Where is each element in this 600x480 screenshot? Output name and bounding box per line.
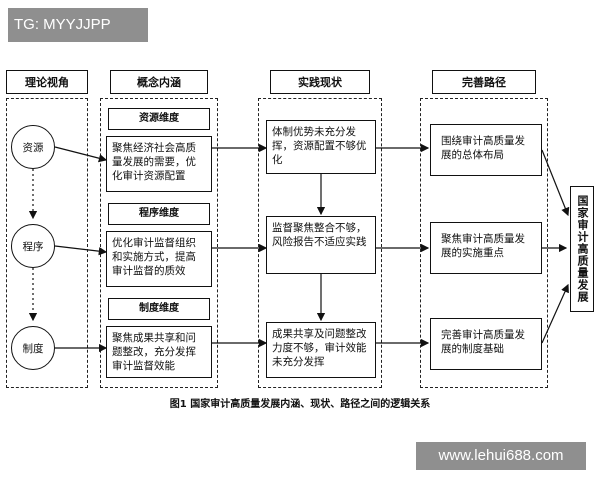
- column-header-theory: 理论视角: [6, 70, 88, 94]
- connector-resource-to-dimension: [54, 146, 108, 163]
- status-column-frame: [258, 98, 382, 388]
- dimension-program-title: 程序维度: [108, 203, 210, 225]
- status-box-2: 监督聚焦整合不够，风险报告不适应实践: [266, 216, 376, 274]
- connector-path3-to-final: [541, 283, 569, 344]
- final-goal-box: 国家审计高质量发展: [570, 186, 594, 312]
- path-column-frame: [420, 98, 548, 388]
- path-box-3: 完善审计高质量发展的制度基础: [430, 318, 542, 370]
- column-header-status: 实践现状: [270, 70, 370, 94]
- perspective-institution-circle: 制度: [11, 326, 55, 370]
- connector-program-to-dimension: [54, 245, 108, 256]
- perspective-resource-circle: 资源: [11, 125, 55, 169]
- perspective-program-label: 程序: [22, 240, 44, 253]
- path-box-1: 围绕审计高质量发展的总体布局: [430, 124, 542, 176]
- perspective-program-circle: 程序: [11, 224, 55, 268]
- dimension-resource-text: 聚焦经济社会高质量发展的需要，优化审计资源配置: [106, 136, 212, 192]
- status-box-3: 成果共享及问题整改力度不够，审计效能未充分发挥: [266, 322, 376, 378]
- watermark-bottom: www.lehui688.com: [416, 442, 586, 470]
- perspective-institution-label: 制度: [22, 342, 44, 355]
- column-header-path: 完善路径: [432, 70, 536, 94]
- concept-column-frame: [100, 98, 218, 388]
- dimension-resource-title: 资源维度: [108, 108, 210, 130]
- column-header-concept: 概念内涵: [110, 70, 208, 94]
- status-box-1: 体制优势未充分发挥，资源配置不够优化: [266, 120, 376, 174]
- perspective-resource-label: 资源: [22, 141, 44, 154]
- figure-caption: 图1 国家审计高质量发展内涵、现状、路径之间的逻辑关系: [169, 399, 431, 410]
- dimension-institution-text: 聚焦成果共享和问题整改，充分发挥审计监督效能: [106, 326, 212, 378]
- connector-path1-to-final: [541, 149, 570, 217]
- theory-column-frame: [6, 98, 88, 388]
- dimension-program-text: 优化审计监督组织和实施方式，提高审计监督的质效: [106, 231, 212, 287]
- watermark-top: TG: MYYJJPP: [8, 8, 148, 42]
- dimension-institution-title: 制度维度: [108, 298, 210, 320]
- path-box-2: 聚焦审计高质量发展的实施重点: [430, 222, 542, 274]
